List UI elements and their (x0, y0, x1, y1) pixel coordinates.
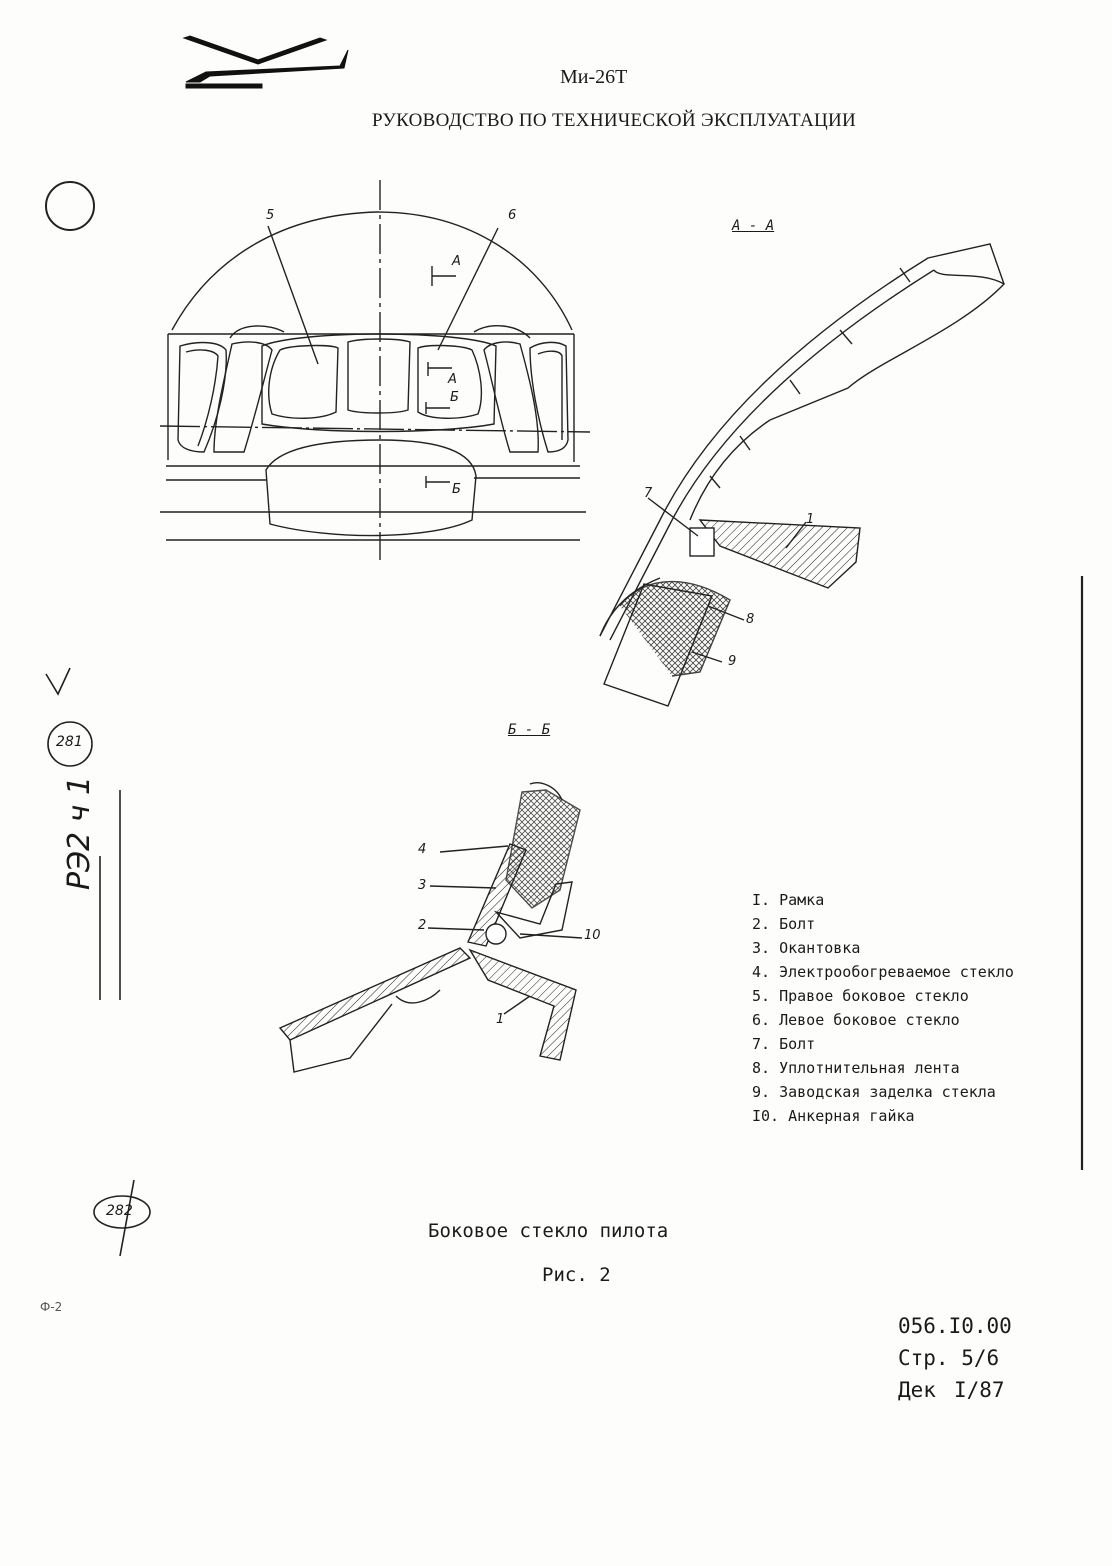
stamp-281: 281 (56, 734, 83, 750)
section-bb-callout-3: 3 (418, 878, 427, 893)
section-bb-callout-1: 1 (496, 1012, 505, 1027)
page-number: 5/6 (961, 1346, 1000, 1370)
document-number: 056.I0.00 (898, 1314, 1012, 1338)
legend-item-8: 8. Уплотнительная лента (752, 1059, 960, 1077)
section-aa-callout-8: 8 (746, 612, 755, 627)
margin-note: Ф-2 (40, 1300, 63, 1314)
dek-value: I/87 (953, 1378, 1005, 1402)
legend-item-7: 7. Болт (752, 1035, 816, 1053)
figure-caption: Боковое стекло пилота (428, 1220, 669, 1242)
model-name: Ми-26Т (560, 66, 628, 88)
section-marker-a-upper: А (452, 254, 461, 269)
legend-item-1: I. Рамка (752, 891, 825, 909)
dek-line: Дек I/87 (898, 1374, 1012, 1406)
callout-6: 6 (508, 208, 517, 223)
section-bb-callout-4: 4 (418, 842, 427, 857)
page-line: Стр. 5/6 (898, 1342, 1012, 1374)
section-aa-callout-1: 1 (806, 512, 815, 527)
page-label: Стр. (898, 1346, 949, 1370)
parts-legend: I. Рамка 2. Болт 3. Окантовка 4. Электро… (752, 888, 1014, 1128)
section-marker-b-upper: Б (450, 390, 459, 405)
section-aa-label: А - А (732, 218, 775, 234)
section-aa-callout-9: 9 (728, 654, 737, 669)
section-marker-a-lower: А (448, 372, 457, 387)
section-bb-callout-2: 2 (418, 918, 427, 933)
legend-item-4: 4. Электрообогреваемое стекло (752, 963, 1014, 981)
section-bb-label: Б - Б (508, 722, 551, 738)
legend-item-10: I0. Анкерная гайка (752, 1107, 915, 1125)
document-info: 056.I0.00 Стр. 5/6 Дек I/87 (898, 1310, 1012, 1406)
legend-item-9: 9. Заводская заделка стекла (752, 1083, 996, 1101)
legend-item-5: 5. Правое боковое стекло (752, 987, 969, 1005)
legend-item-2: 2. Болт (752, 915, 816, 933)
stamp-282: 282 (106, 1203, 133, 1219)
section-bb-callout-10: 10 (584, 928, 601, 943)
manual-title: РУКОВОДСТВО ПО ТЕХНИЧЕСКОЙ ЭКСПЛУАТАЦИИ (372, 110, 857, 131)
section-marker-b-lower: Б (452, 482, 461, 497)
dek-label: Дек (898, 1378, 936, 1402)
legend-item-3: 3. Окантовка (752, 939, 861, 957)
figure-number: Рис. 2 (542, 1264, 611, 1286)
section-aa-callout-7: 7 (644, 486, 653, 501)
callout-5: 5 (266, 208, 275, 223)
legend-item-6: 6. Левое боковое стекло (752, 1011, 960, 1029)
